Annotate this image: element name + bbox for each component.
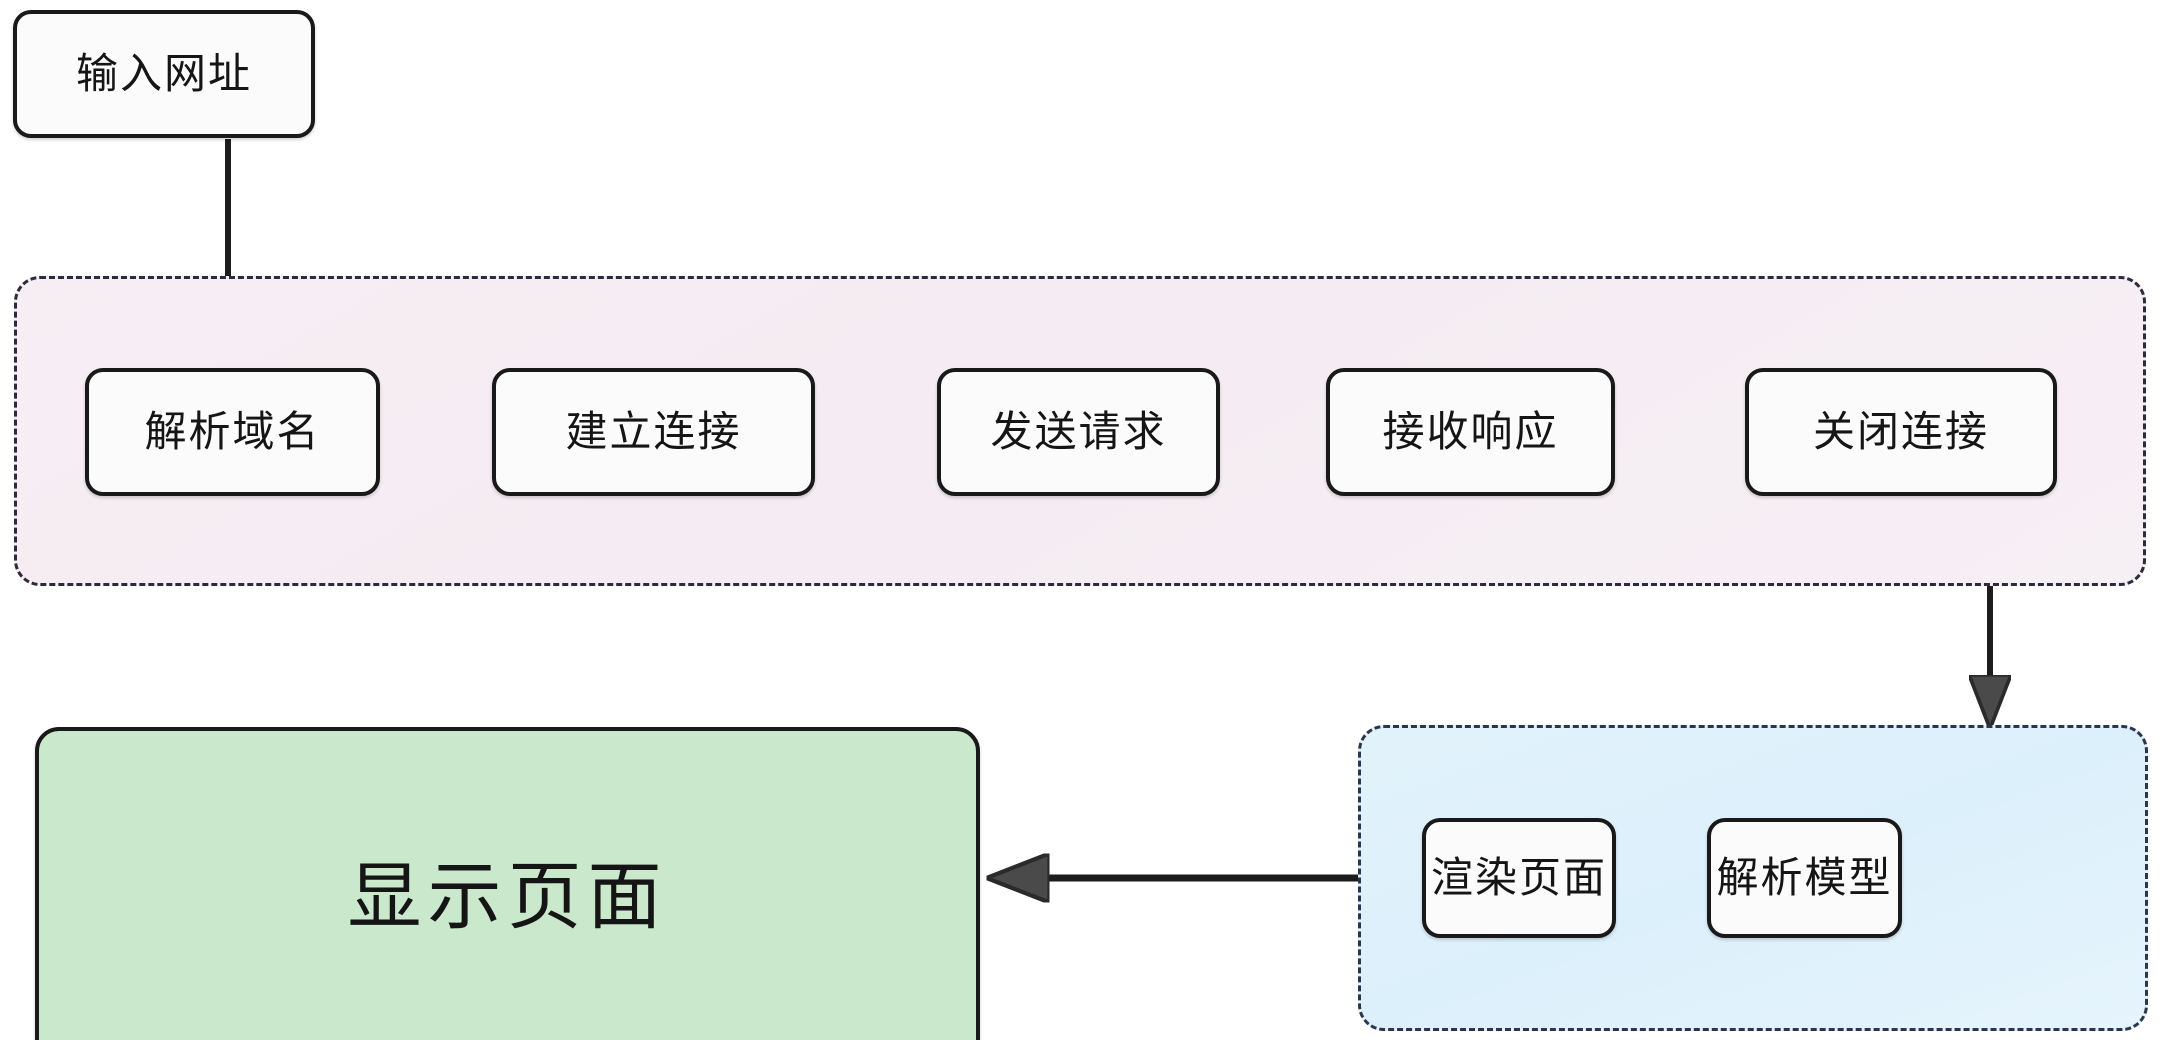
node-display-page[interactable]: 显示页面 [35,727,980,1040]
node-resolve-domain[interactable]: 解析域名 [85,368,380,496]
node-parse-model[interactable]: 解析模型 [1707,818,1902,938]
node-receive-response[interactable]: 接收响应 [1326,368,1615,496]
node-establish-connection[interactable]: 建立连接 [492,368,815,496]
node-send-request[interactable]: 发送请求 [937,368,1220,496]
node-input-url[interactable]: 输入网址 [13,10,315,138]
node-close-connection[interactable]: 关闭连接 [1745,368,2057,496]
node-render-page[interactable]: 渲染页面 [1422,818,1616,938]
